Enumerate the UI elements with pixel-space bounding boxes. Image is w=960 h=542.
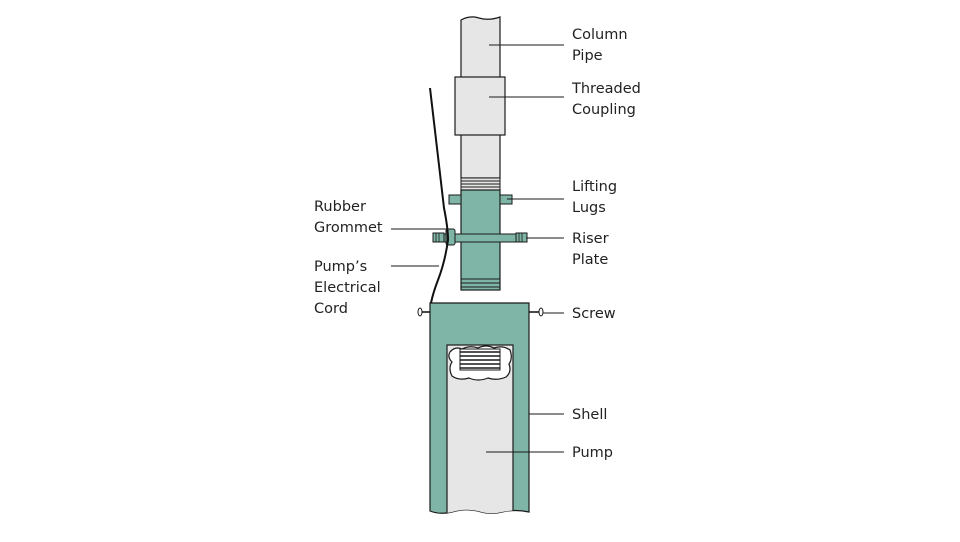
electrical-cord bbox=[429, 87, 450, 304]
threaded-coupling bbox=[454, 76, 506, 136]
label-riser-plate: Riser Plate bbox=[572, 231, 609, 268]
label-rubber-grommet: Rubber Grommet bbox=[314, 199, 383, 236]
pump-intake-screen bbox=[459, 348, 501, 371]
lifting-lug-left bbox=[448, 194, 462, 205]
riser-plate-tab-left bbox=[432, 232, 445, 243]
thread-bands-top bbox=[460, 177, 501, 191]
label-screw: Screw bbox=[572, 306, 616, 322]
riser-plate-tab-right bbox=[515, 232, 528, 243]
label-column-pipe: Column Pipe bbox=[572, 27, 628, 64]
label-shell: Shell bbox=[572, 407, 608, 423]
label-lifting-lugs: Lifting Lugs bbox=[572, 179, 618, 216]
label-threaded-coupling: Threaded Coupling bbox=[572, 81, 641, 118]
screw-right bbox=[529, 307, 544, 317]
label-electrical-cord: Pump’s Electrical Cord bbox=[314, 259, 381, 317]
label-pump: Pump bbox=[572, 445, 614, 461]
thread-bands-bottom bbox=[461, 278, 500, 288]
leader-lines bbox=[391, 44, 564, 453]
screw-left bbox=[417, 307, 430, 317]
